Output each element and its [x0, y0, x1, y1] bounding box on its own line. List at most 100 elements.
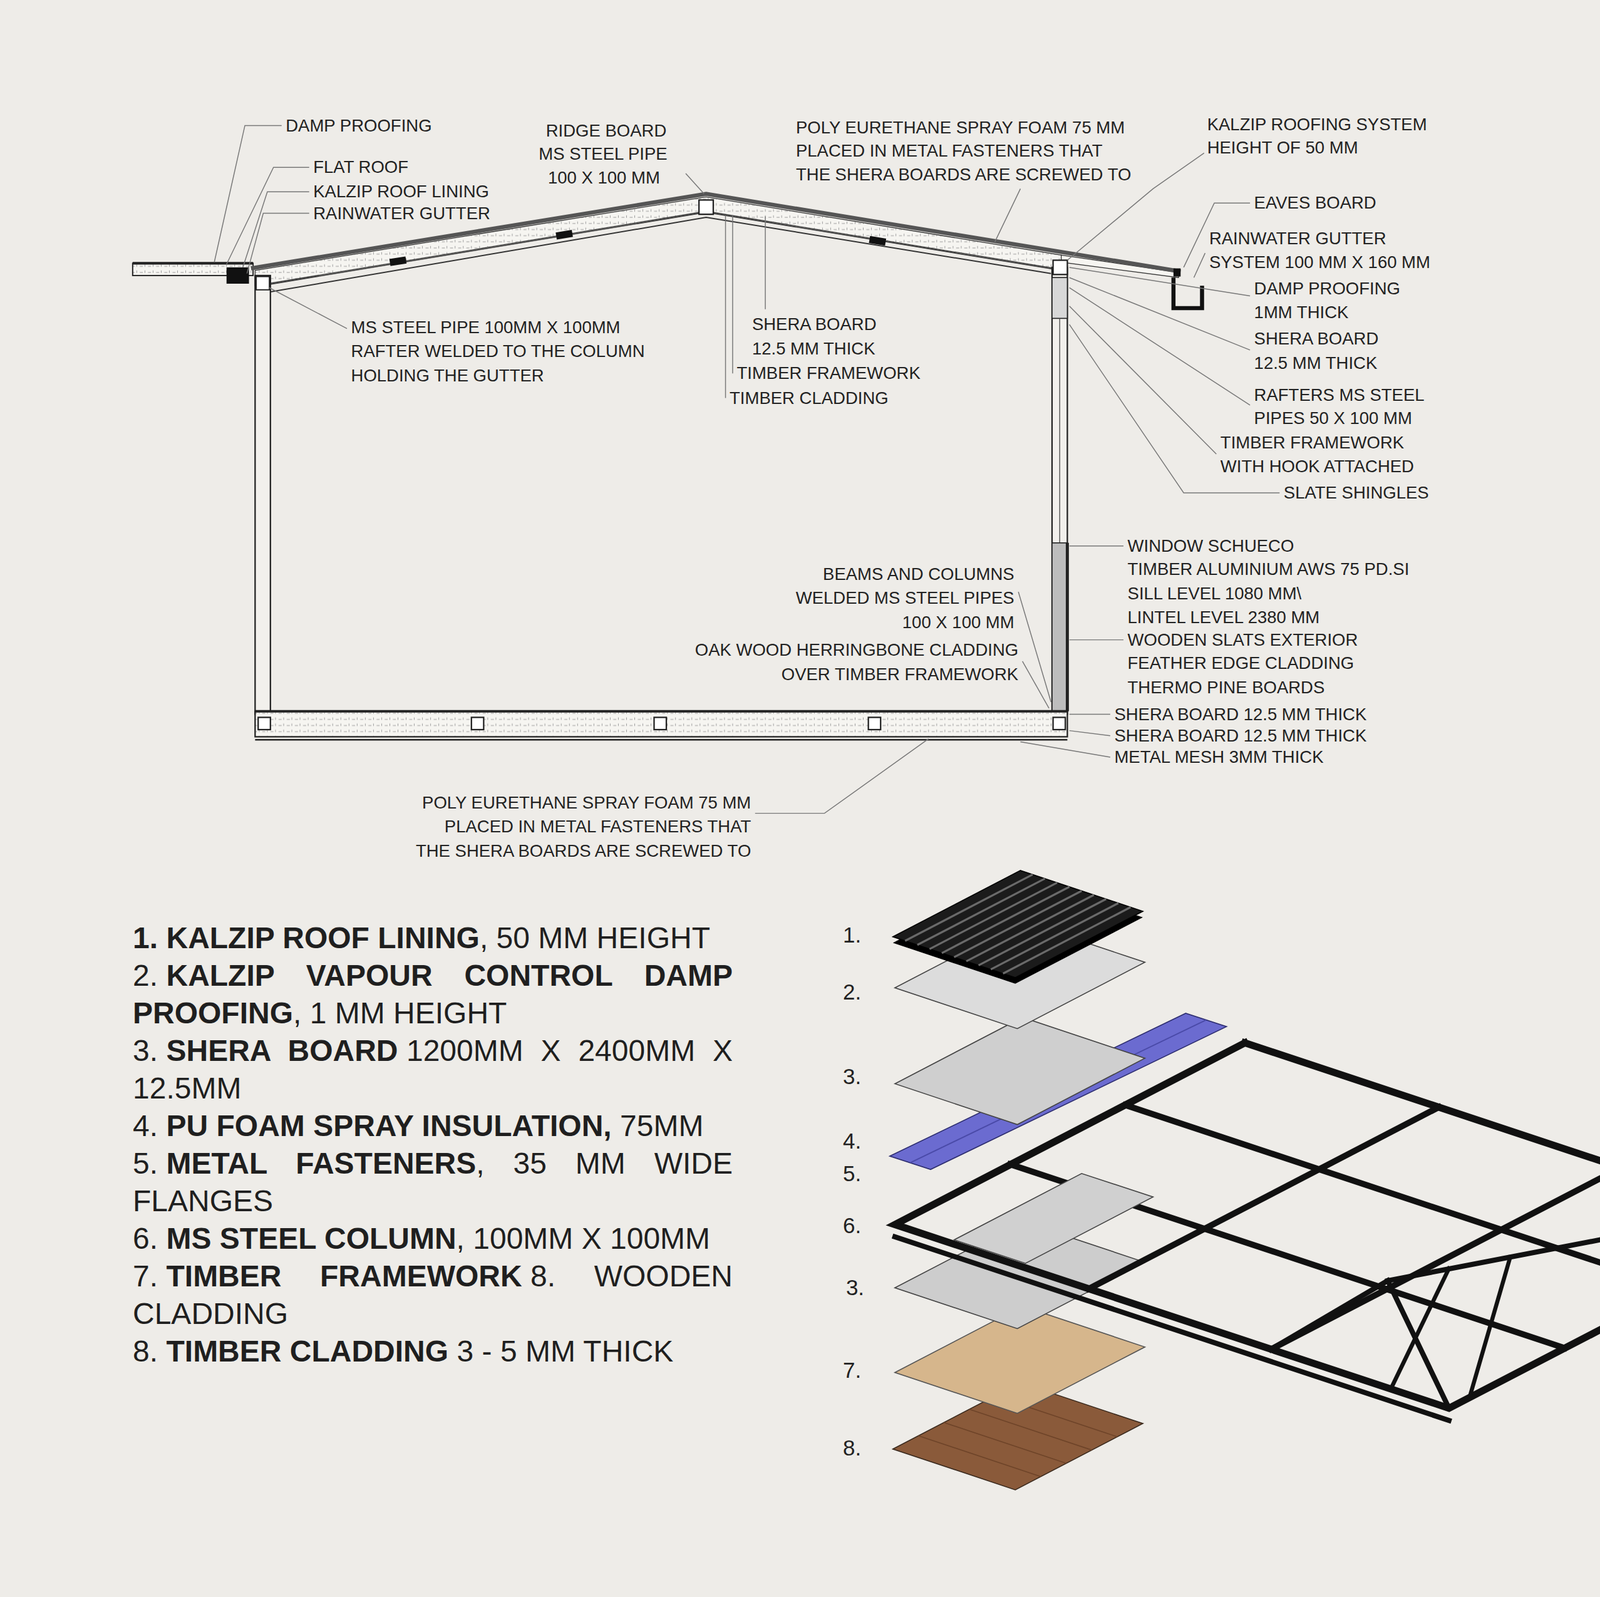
frame-beam — [894, 1236, 1450, 1421]
ridge-beam — [1387, 1239, 1600, 1281]
layer-item: 2.KALZIP VAPOUR CONTROL DAMP PROOFING, 1… — [132, 956, 733, 1033]
layer-spec: 8. — [132, 1334, 158, 1368]
layer-name: 1. — [132, 921, 158, 955]
shingle-zone — [1052, 277, 1068, 319]
callout-label: KALZIP ROOFING SYSTEM — [1207, 113, 1428, 136]
callout-label: SHERA BOARD 12.5 MM THICK — [1114, 703, 1367, 726]
leader-line — [1069, 730, 1111, 736]
layer-item: 3.SHERA BOARD1200MM X 2400MM X 12.5MM — [132, 1032, 733, 1108]
callout-label: KALZIP ROOF LINING — [313, 180, 490, 203]
callout-label: WELDED MS STEEL PIPES — [795, 586, 1015, 610]
leader-line — [246, 213, 309, 274]
kalzip-roof — [251, 194, 1181, 272]
callout-label: THE SHERA BOARDS ARE SCREWED TO — [795, 163, 1131, 186]
leader-line — [1020, 742, 1110, 758]
callout-label: OAK WOOD HERRINGBONE CLADDING — [695, 638, 1019, 662]
callout-number: 3. — [842, 1063, 862, 1090]
callout-label: HEIGHT OF 50 MM — [1207, 136, 1359, 160]
layer-item: 5.METAL FASTENERS, 35 MM WIDE FLANGES — [132, 1144, 733, 1220]
kalzip-rib — [990, 903, 1119, 970]
callout-label: MS STEEL PIPE 100MM X 100MM — [351, 316, 621, 339]
kalzip-rib — [966, 894, 1095, 962]
frame-beam — [1271, 1167, 1600, 1349]
hip-rafter — [1387, 1280, 1450, 1409]
window-line — [1059, 318, 1061, 543]
callout-label: OVER TIMBER FRAMEWORK — [781, 663, 1019, 686]
callout-label: RAFTER WELDED TO THE COLUMN — [351, 340, 646, 363]
callout-label: HOLDING THE GUTTER — [351, 364, 545, 388]
leader-line — [242, 191, 310, 268]
wood-grain-line — [943, 1422, 1067, 1463]
layer-name: TIMBER FRAMEWORK — [165, 1259, 522, 1293]
leader-line — [995, 188, 1021, 242]
eave-pipe — [1053, 259, 1068, 275]
leader-line — [1069, 545, 1124, 547]
leader-line — [764, 216, 766, 309]
callout-label: RAINWATER GUTTER — [313, 202, 491, 225]
callout-label: TIMBER CLADDING — [729, 387, 889, 410]
callout-label: EAVES BOARD — [1254, 191, 1377, 215]
callout-label: RAFTERS MS STEEL — [1254, 383, 1425, 407]
layer-name: KALZIP ROOF LINING — [165, 921, 480, 955]
callout-label: FEATHER EDGE CLADDING — [1127, 651, 1355, 675]
callout-label: 100 X 100 MM — [902, 611, 1015, 634]
layer-item: 1.KALZIP ROOF LINING, 50 MM HEIGHT — [132, 919, 733, 957]
kalzip-rib — [954, 890, 1083, 957]
callout-label: SILL LEVEL 1080 MM\ — [1127, 582, 1302, 605]
shera-board-line — [254, 212, 1061, 287]
layer-spec: 7. — [132, 1259, 158, 1293]
purlin — [389, 256, 408, 266]
callout-label: RAINWATER GUTTER — [1209, 227, 1387, 250]
layer-spec: 6. — [132, 1221, 158, 1255]
layer-name: TIMBER CLADDING — [165, 1334, 449, 1368]
kalzip-rib — [978, 898, 1107, 966]
callout-label: 12.5 MM THICK — [1254, 351, 1378, 375]
slats — [1065, 542, 1069, 712]
callout-label: PIPES 50 X 100 MM — [1254, 407, 1413, 430]
callout-label: FLAT ROOF — [313, 155, 409, 179]
leader-line — [1069, 639, 1124, 640]
callout-label: METAL MESH 3MM THICK — [1114, 745, 1324, 769]
leader-line — [725, 215, 726, 399]
pu-foam-sheet — [889, 1013, 1227, 1170]
layer-item: 8.TIMBER CLADDING3 - 5 MM THICK — [132, 1332, 733, 1371]
shera-board-sheet — [894, 1017, 1145, 1125]
callout-number: 6. — [842, 1212, 862, 1239]
beam-pipe — [1053, 717, 1066, 730]
leader-line — [732, 215, 733, 374]
layer-name: PU FOAM SPRAY INSULATION, — [165, 1109, 612, 1143]
layer-spec: , 100MM X 100MM — [456, 1221, 711, 1255]
metal-mesh — [254, 738, 1068, 741]
layer-name: MS STEEL COLUMN — [165, 1221, 456, 1255]
gutter-block — [226, 267, 250, 284]
callout-label: DAMP PROOFING — [285, 114, 432, 138]
kalzip-rib — [904, 874, 1033, 941]
callout-label: DAMP PROOFING — [1254, 277, 1401, 300]
leader-line — [1069, 277, 1250, 351]
callout-label: WITH HOOK ATTACHED — [1220, 455, 1415, 478]
callout-number: 3. — [846, 1274, 865, 1301]
leader-line — [1018, 591, 1051, 702]
ceiling-line — [270, 217, 1052, 292]
callout-number: 8. — [842, 1435, 862, 1461]
rainwater-gutter — [1173, 277, 1203, 309]
leader-line — [1069, 306, 1217, 455]
kalzip-rib — [917, 878, 1046, 945]
callout-label: POLY EURETHANE SPRAY FOAM 75 MM — [422, 791, 751, 815]
callout-label: SLATE SHINGLES — [1283, 481, 1430, 505]
frame-beam — [1125, 1105, 1600, 1289]
roof-insulation — [254, 196, 1061, 286]
kalzip-ribs — [904, 874, 1131, 974]
wood-grain-line — [918, 1435, 1042, 1477]
layer-name: SHERA BOARD — [165, 1033, 398, 1068]
purlin — [869, 236, 887, 247]
wood-grain-line — [969, 1409, 1093, 1450]
flat-roof-lining — [132, 261, 253, 265]
beam-pipe — [258, 717, 271, 730]
layer-item: 7.TIMBER FRAMEWORK8. WOODEN CLADDING — [132, 1257, 733, 1333]
leader-line — [214, 125, 282, 262]
layer-spec: 5. — [132, 1146, 158, 1180]
